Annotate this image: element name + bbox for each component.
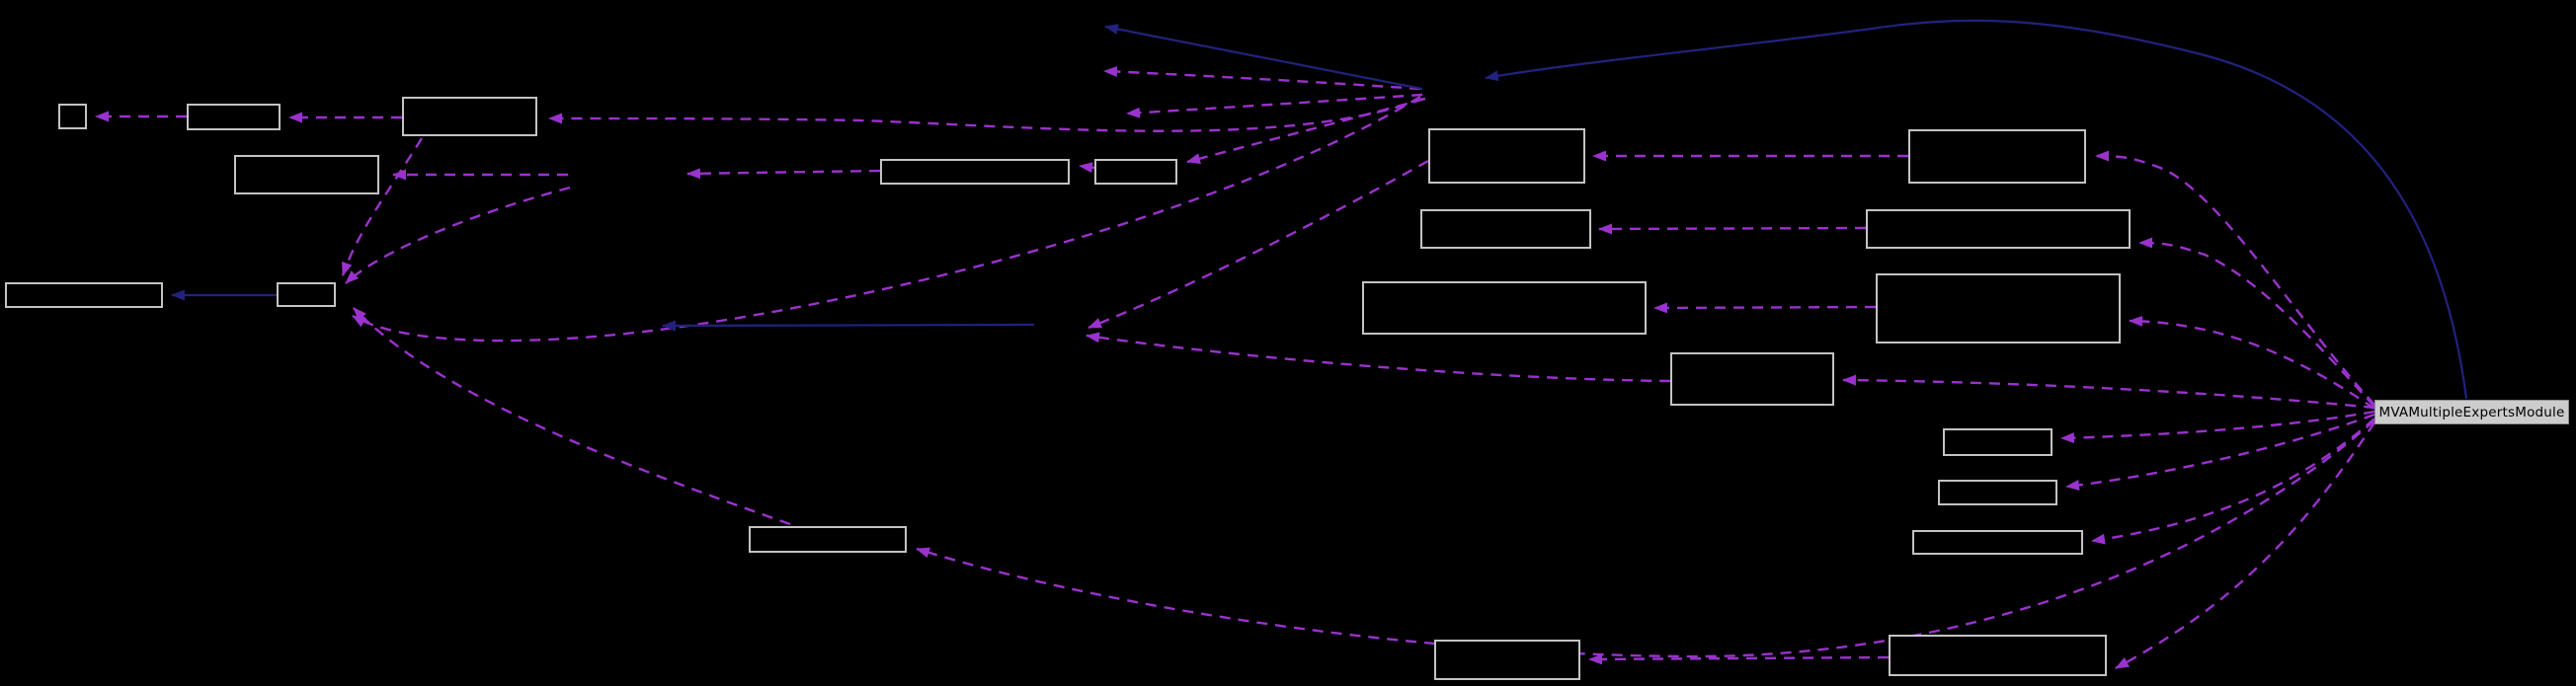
edge-mva-to-h5 (2065, 413, 2375, 491)
edge-h7-to-m1 (1588, 653, 1890, 665)
graph-node-h6[interactable] (1912, 530, 2083, 555)
edge-c-to-h (341, 137, 424, 276)
edge-e1-left (686, 168, 881, 180)
graph-node-h4[interactable] (1943, 428, 2053, 456)
graph-node-h7[interactable] (1889, 635, 2107, 676)
graph-node-g1[interactable] (1362, 281, 1647, 335)
graph-node-f2[interactable] (1420, 209, 1591, 249)
graph-node-h[interactable] (277, 282, 336, 307)
graph-node-h3[interactable] (1876, 273, 2121, 343)
edge-hub-blue (1104, 24, 1423, 91)
graph-node-h2[interactable] (1866, 209, 2131, 249)
edge-h3-to-g1 (1653, 302, 1877, 314)
graph-node-g[interactable] (5, 282, 163, 308)
graph-node-g2[interactable] (1670, 352, 1834, 406)
graph-node-e1[interactable] (880, 159, 1070, 185)
edge-hub-up2 (1126, 93, 1423, 118)
edge-mva-to-h6 (2091, 418, 2375, 545)
edge-mva-to-h4 (2060, 410, 2375, 444)
graph-node-h5[interactable] (1938, 480, 2057, 505)
graph-node-m1[interactable] (1434, 640, 1580, 680)
edge-mva-to-i (916, 419, 2375, 658)
edge-hub-to-h (352, 95, 1421, 343)
graph-node-h1[interactable] (1908, 129, 2086, 184)
edge-hub-up1 (1103, 66, 1421, 91)
edge-mva-to-h2 (2138, 237, 2375, 408)
edge-hub-to-c (548, 97, 1424, 132)
graph-node-e2[interactable] (1094, 159, 1177, 185)
edge-mva-to-g2 (1842, 374, 2375, 410)
edge-hub-to-e2 (1186, 97, 1426, 164)
graph-node-c[interactable] (402, 97, 537, 136)
edge-h2-to-f2 (1598, 223, 1867, 235)
graph-node-b[interactable] (187, 104, 281, 130)
edge-mva-to-h7 (2115, 421, 2376, 670)
graph-node-f[interactable] (1428, 128, 1585, 184)
edge-f-to-z (1087, 159, 1429, 330)
edge-g2-to-z (1086, 332, 1671, 383)
edge-z-blue (662, 320, 1035, 332)
edge-w-to-h (345, 186, 571, 284)
graph-node-mva-multiple-experts-module[interactable]: MVAMultipleExpertsModule (2375, 400, 2569, 424)
edge-mva-to-h3 (2129, 315, 2375, 410)
edge-e2-to-e1 (1079, 162, 1095, 174)
edge-arc-mva (1485, 19, 2468, 400)
graph-node-a[interactable] (58, 104, 87, 129)
graph-node-d[interactable] (234, 155, 379, 194)
edge-i-to-h (353, 307, 791, 526)
edge-mva-to-h1 (2095, 150, 2375, 406)
graph-node-i[interactable] (749, 526, 907, 553)
